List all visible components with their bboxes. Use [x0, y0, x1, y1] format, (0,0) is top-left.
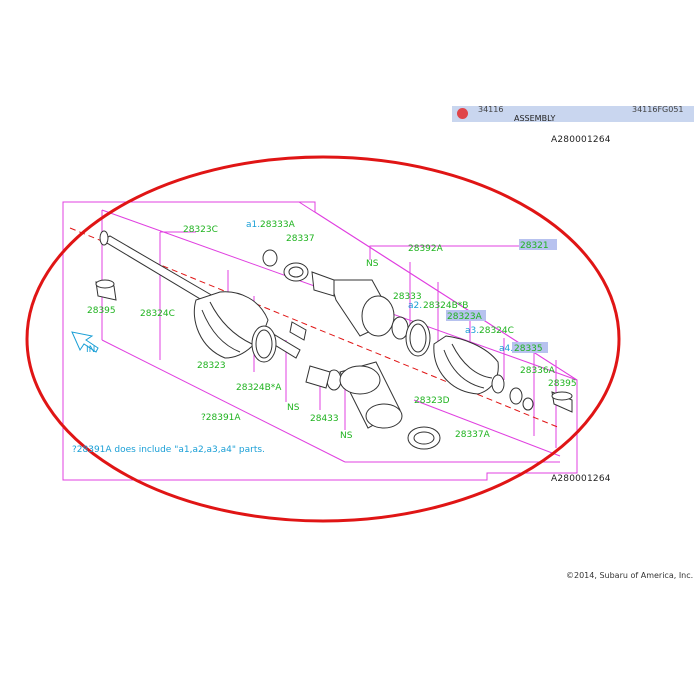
clamp-28324C-right[interactable] — [491, 374, 505, 394]
label-28336A[interactable]: 28336A — [520, 366, 556, 376]
label-a3: a3. — [465, 326, 479, 336]
shaft-end[interactable] — [99, 230, 109, 246]
label-ns-bottom: NS — [340, 431, 353, 441]
shaft-left[interactable] — [100, 235, 221, 307]
remove-item-icon[interactable] — [457, 108, 468, 119]
label-28392A[interactable]: 28392A — [408, 244, 444, 254]
label-28333A[interactable]: 28333A — [260, 220, 296, 230]
label-28433[interactable]: 28433 — [310, 414, 339, 424]
label-28321[interactable]: 28321 — [520, 241, 549, 251]
diagram-frame — [62, 201, 578, 481]
in-arrow-icon — [71, 331, 99, 353]
spline-shaft[interactable] — [305, 365, 331, 389]
label-28324C-right[interactable]: 28324C — [479, 326, 514, 336]
label-a1: a1. — [246, 220, 260, 230]
part-code-fragment: 34116FG051 — [632, 105, 684, 114]
ring-28336A[interactable] — [522, 397, 534, 411]
copyright-notice: ©2014, Subaru of America, Inc. — [566, 571, 694, 580]
ring-28335[interactable] — [509, 387, 523, 405]
label-28391A[interactable]: ?28391A — [201, 413, 241, 423]
assembly-label: ASSEMBLY — [514, 114, 556, 123]
ring-28333A[interactable] — [262, 249, 278, 267]
selected-row-highlight[interactable] — [452, 106, 694, 122]
label-28323C[interactable]: 28323C — [183, 225, 218, 235]
label-28395-left[interactable]: 28395 — [87, 306, 116, 316]
label-28337[interactable]: 28337 — [286, 234, 315, 244]
label-in: IN — [86, 345, 95, 355]
center-axis — [69, 227, 561, 429]
label-28337A[interactable]: 28337A — [455, 430, 491, 440]
illustration-code-top: A280001264 — [551, 135, 611, 145]
footnote: ?28391A does include "a1,a2,a3,a4" parts… — [72, 445, 265, 455]
label-28395-right[interactable]: 28395 — [548, 379, 577, 389]
washer-28337[interactable] — [283, 262, 309, 282]
label-a2: a2. — [408, 301, 422, 311]
label-28324B-A[interactable]: 28324B*A — [236, 383, 282, 393]
illustration-code-bottom: A280001264 — [551, 474, 611, 484]
upper-spline[interactable] — [311, 271, 335, 297]
label-28333[interactable]: 28333 — [393, 292, 422, 302]
cap-ns-mid[interactable] — [289, 321, 307, 341]
disc-28337A[interactable] — [407, 426, 441, 450]
label-28323D[interactable]: 28323D — [414, 396, 450, 406]
label-28323A[interactable]: 28323A — [447, 312, 483, 322]
label-28323[interactable]: 28323 — [197, 361, 226, 371]
part-number-fragment: 34116 — [478, 105, 504, 114]
label-28324B-B[interactable]: 28324B*B — [423, 301, 468, 311]
label-ns-mid: NS — [287, 403, 300, 413]
label-28335[interactable]: 28335 — [514, 344, 543, 354]
label-ns-top: NS — [366, 259, 379, 269]
label-highlights — [446, 239, 557, 353]
highlight-ellipse — [25, 155, 621, 523]
part-labels: 28321 28323C a1. 28333A 28337 28392A NS … — [72, 220, 577, 455]
part-drawings — [95, 230, 573, 450]
label-28324C-left[interactable]: 28324C — [140, 309, 175, 319]
label-a4: a4. — [499, 344, 513, 354]
